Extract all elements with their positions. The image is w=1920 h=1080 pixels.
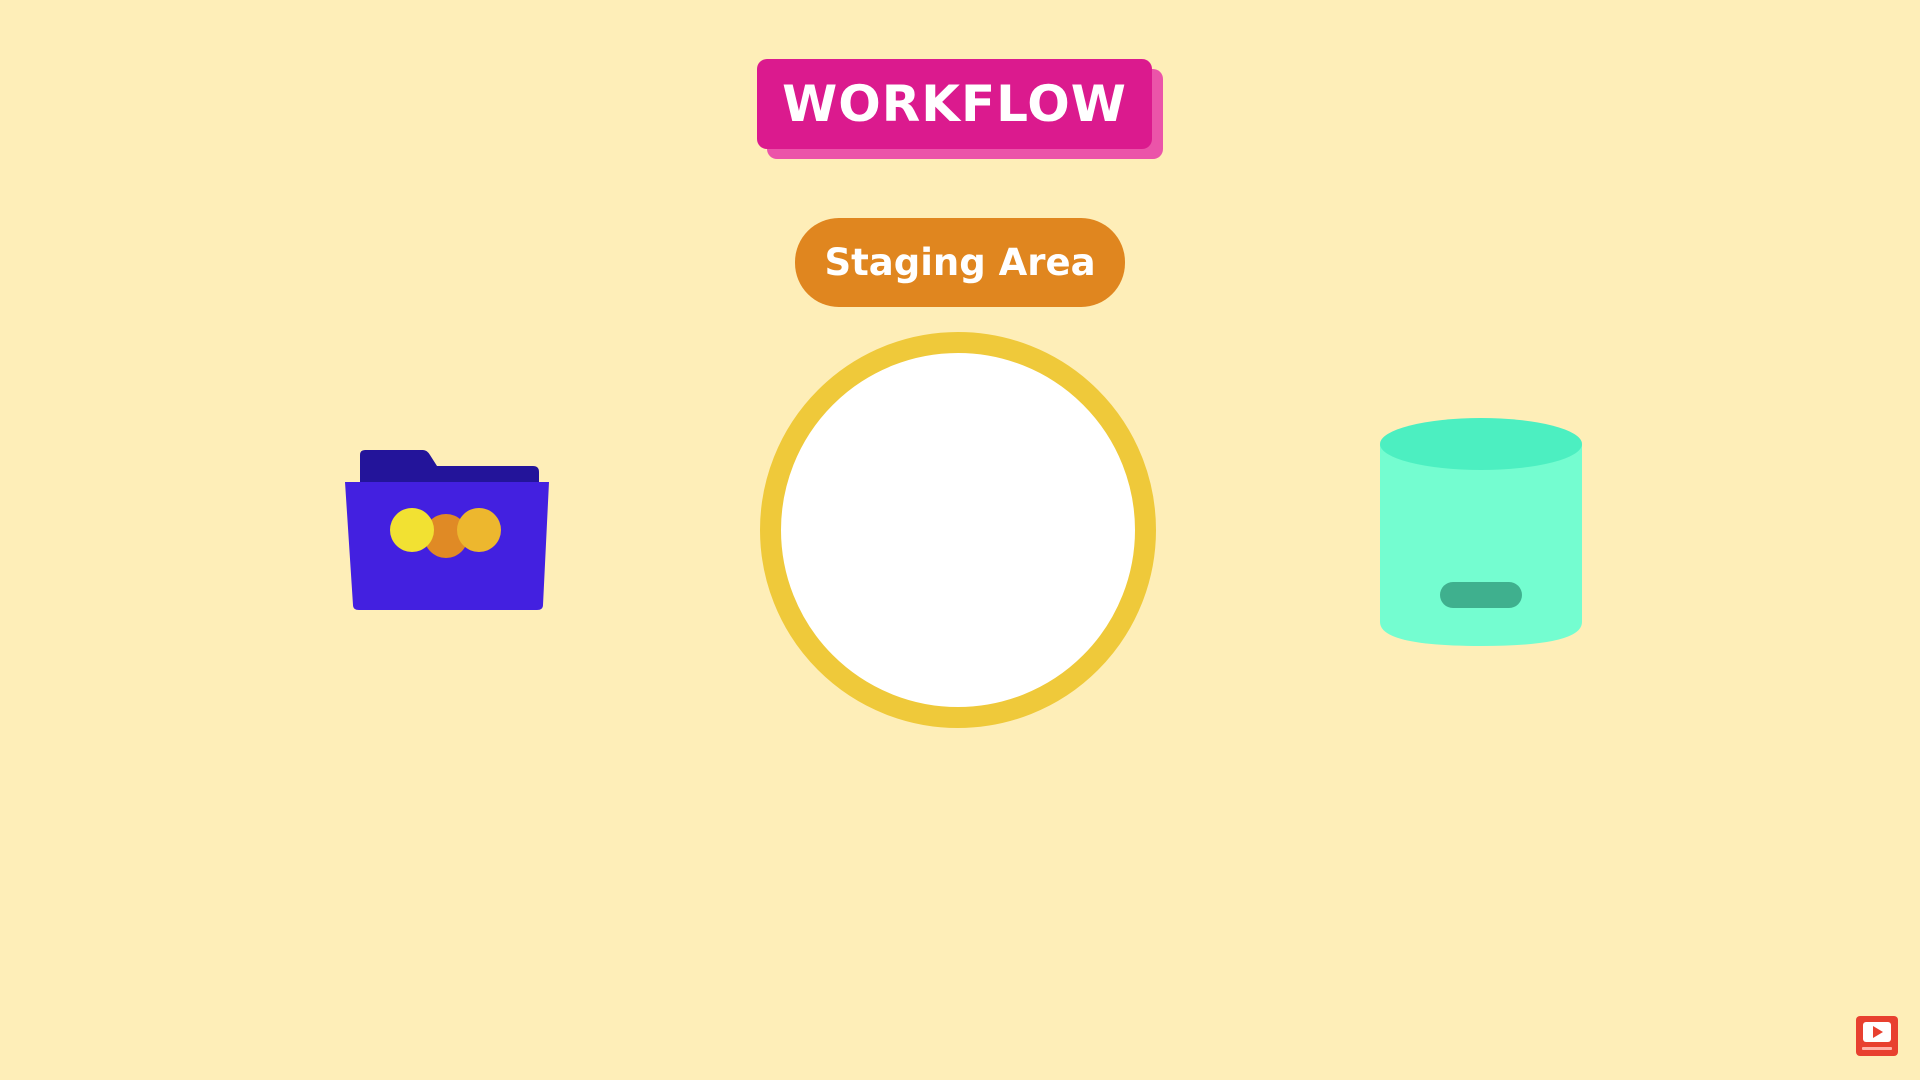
workflow-title-badge: WORKFLOW [757, 59, 1163, 159]
folder-dot-right [457, 508, 501, 552]
database-body [1380, 444, 1582, 646]
folder-dot-left [390, 508, 434, 552]
database-top [1380, 418, 1582, 470]
folder-dot-middle [424, 514, 468, 558]
staging-area-label: Staging Area [795, 218, 1125, 307]
folder-icon [345, 450, 549, 610]
subscribe-play-icon[interactable] [1856, 1016, 1898, 1056]
database-slot [1440, 582, 1522, 608]
staging-area-circle [760, 332, 1156, 728]
database-icon [1380, 418, 1582, 646]
page-title: WORKFLOW [757, 59, 1152, 149]
